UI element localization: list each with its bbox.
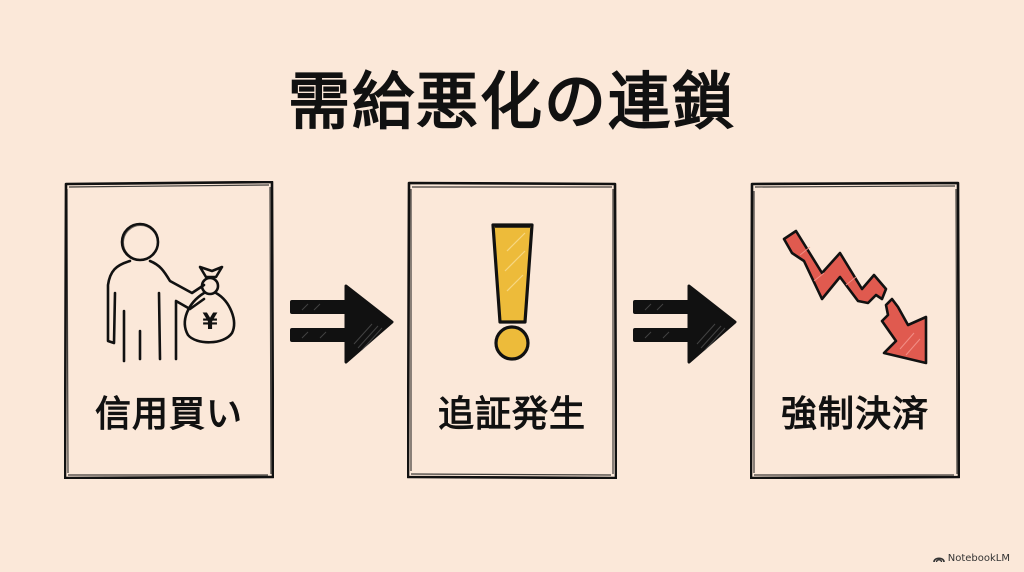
brand-label: NotebookLM bbox=[947, 553, 1010, 564]
step-label: 信用買い bbox=[94, 394, 243, 435]
double-arrow-right-icon bbox=[290, 284, 394, 364]
double-arrow-right-icon bbox=[633, 284, 737, 364]
diagram-title: 需給悪化の連鎖 bbox=[287, 65, 736, 138]
crashing-down-arrow-icon bbox=[782, 229, 928, 365]
sketch-frame bbox=[64, 181, 274, 479]
sketch-frame bbox=[750, 181, 960, 479]
step-card-margin-call: 追証発生 bbox=[407, 181, 617, 479]
step-card-margin-buying: ¥ 信用買い bbox=[64, 181, 274, 479]
person-holding-yen-bag-icon: ¥ bbox=[106, 222, 236, 363]
step-label: 追証発生 bbox=[437, 394, 586, 435]
brand-watermark: NotebookLM bbox=[932, 553, 1010, 564]
exclamation-mark-icon bbox=[491, 223, 534, 361]
yen-symbol: ¥ bbox=[202, 310, 218, 335]
sketch-frame bbox=[407, 181, 617, 479]
step-label: 強制決済 bbox=[780, 394, 929, 435]
step-card-forced-liquidation: 強制決済 bbox=[750, 181, 960, 479]
notebooklm-logo-icon bbox=[932, 557, 945, 563]
